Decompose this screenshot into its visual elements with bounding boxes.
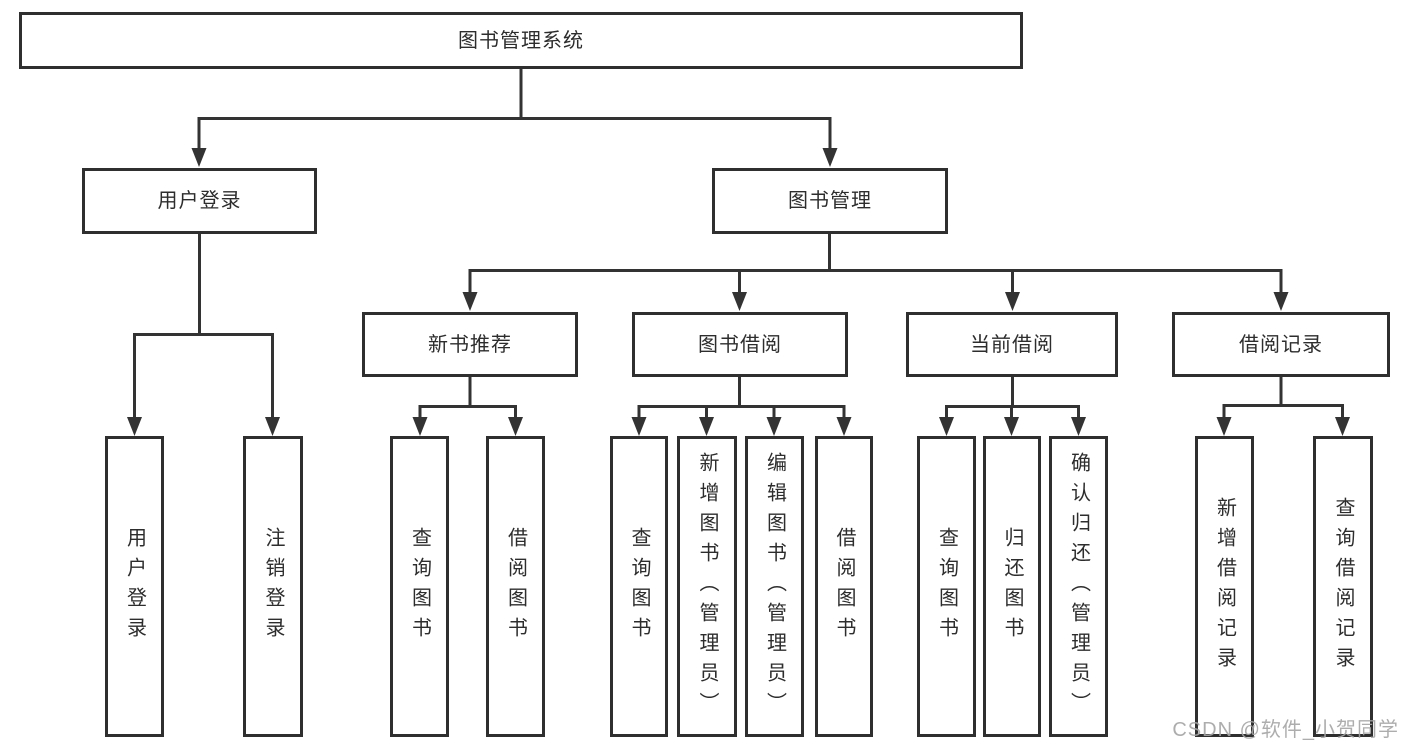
node-library-management-system: 图书管理系统: [19, 12, 1023, 69]
arrowhead: [939, 417, 954, 436]
arrowhead: [822, 148, 838, 167]
leaf-borrow-books-recommend: 借阅图书: [486, 436, 545, 737]
leaf-query-borrow-record: 查询借阅记录: [1313, 436, 1373, 737]
edge-userlogin-to-leaves: [133, 233, 274, 419]
leaf-return-book: 归还图书: [983, 436, 1041, 737]
arrowhead: [191, 148, 207, 167]
arrowhead: [699, 417, 714, 436]
edge-bookborrow-to-leaves: [637, 377, 846, 419]
arrowhead: [836, 417, 852, 436]
arrowhead: [412, 417, 428, 436]
leaf-edit-book-admin: 编辑图书（管理员）: [745, 436, 804, 737]
leaf-confirm-return-admin: 确认归还（管理员）: [1049, 436, 1108, 737]
node-new-book-recommend: 新书推荐: [362, 312, 578, 377]
arrowhead: [1273, 292, 1289, 311]
node-borrow-records: 借阅记录: [1172, 312, 1390, 377]
arrowhead: [766, 417, 782, 436]
edge-root-to-level2: [197, 68, 832, 150]
leaf-query-books-borrow: 查询图书: [610, 436, 668, 737]
arrowhead: [1335, 417, 1350, 436]
leaf-query-books-recommend: 查询图书: [390, 436, 449, 737]
arrowhead: [631, 417, 647, 436]
leaf-user-login: 用户登录: [105, 436, 164, 737]
node-current-borrow: 当前借阅: [906, 312, 1118, 377]
node-book-management-branch: 图书管理: [712, 168, 948, 234]
arrowhead: [127, 417, 142, 436]
leaf-add-book-admin: 新增图书（管理员）: [677, 436, 737, 737]
arrowhead: [1071, 417, 1086, 436]
arrowhead: [462, 292, 478, 311]
leaf-borrow-books: 借阅图书: [815, 436, 873, 737]
arrowhead: [265, 417, 280, 436]
arrowhead: [1216, 417, 1232, 436]
edge-bookmgmt-to-level3: [468, 234, 1283, 294]
leaf-logout: 注销登录: [243, 436, 303, 737]
leaf-query-books-current: 查询图书: [917, 436, 976, 737]
node-book-borrow: 图书借阅: [632, 312, 848, 377]
edge-records-to-leaves: [1222, 375, 1344, 419]
node-user-login-branch: 用户登录: [82, 168, 317, 234]
arrowhead: [1004, 417, 1019, 436]
arrowhead: [732, 292, 747, 311]
arrowhead: [1005, 292, 1020, 311]
edge-newbook-to-leaves: [418, 377, 517, 419]
edge-currentborrow-to-leaves: [945, 377, 1080, 419]
leaf-add-borrow-record: 新增借阅记录: [1195, 436, 1254, 737]
arrowhead: [508, 417, 523, 436]
